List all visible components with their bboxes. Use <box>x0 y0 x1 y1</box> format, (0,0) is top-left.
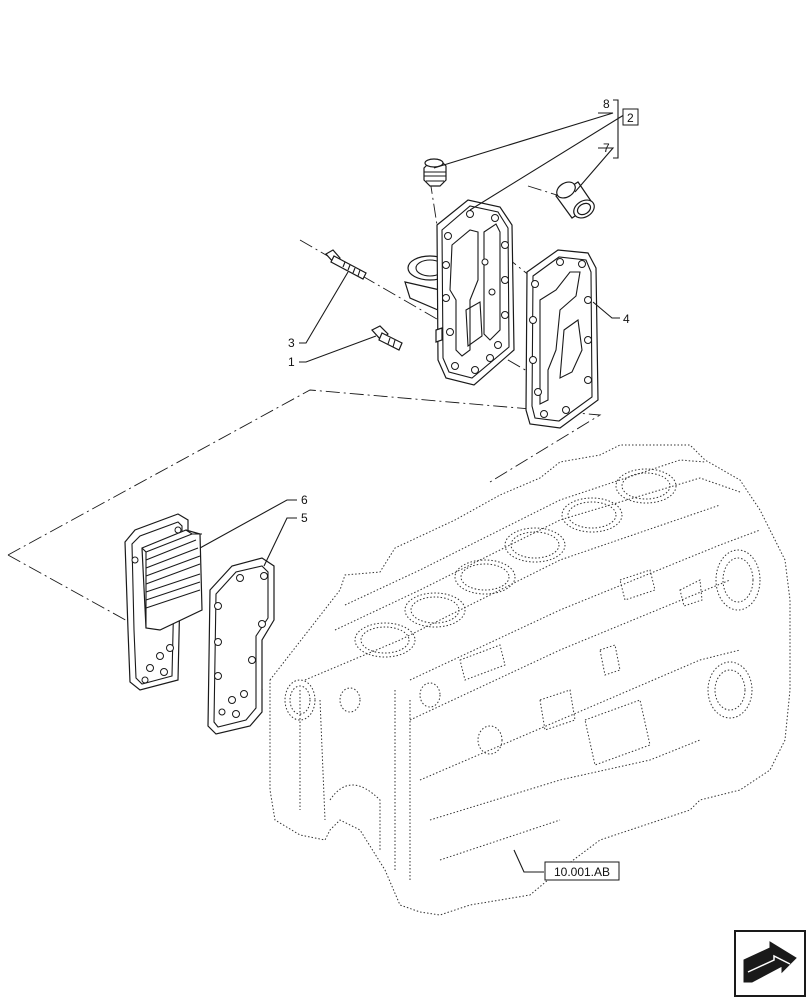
part-2-cooler-housing <box>404 199 515 386</box>
callout-5: 5 <box>301 511 308 525</box>
part-8-plug <box>423 158 447 187</box>
part-5-cooler-gasket <box>207 557 275 735</box>
callout-2-box <box>622 108 639 126</box>
part-3-long-bolt <box>325 249 367 280</box>
callout-1: 1 <box>288 355 295 369</box>
callout-2: 2 <box>627 111 634 125</box>
callout-4: 4 <box>623 312 630 326</box>
leader-lines <box>199 99 628 873</box>
next-page-arrow-icon[interactable] <box>734 930 806 997</box>
callout-8: 8 <box>603 97 610 111</box>
part-4-housing-gasket <box>525 249 599 429</box>
part-7-sleeve <box>555 181 595 219</box>
part-6-oil-cooler <box>124 513 203 691</box>
callout-7: 7 <box>603 141 610 155</box>
callout-3: 3 <box>288 336 295 350</box>
engine-block <box>269 444 791 916</box>
reference-label[interactable]: 10.001.AB <box>554 865 610 879</box>
callout-labels: 8 7 2 3 1 4 6 5 <box>288 97 639 525</box>
part-1-short-bolt <box>371 325 403 351</box>
reference-link[interactable]: 10.001.AB <box>544 861 620 881</box>
callout-6: 6 <box>301 493 308 507</box>
